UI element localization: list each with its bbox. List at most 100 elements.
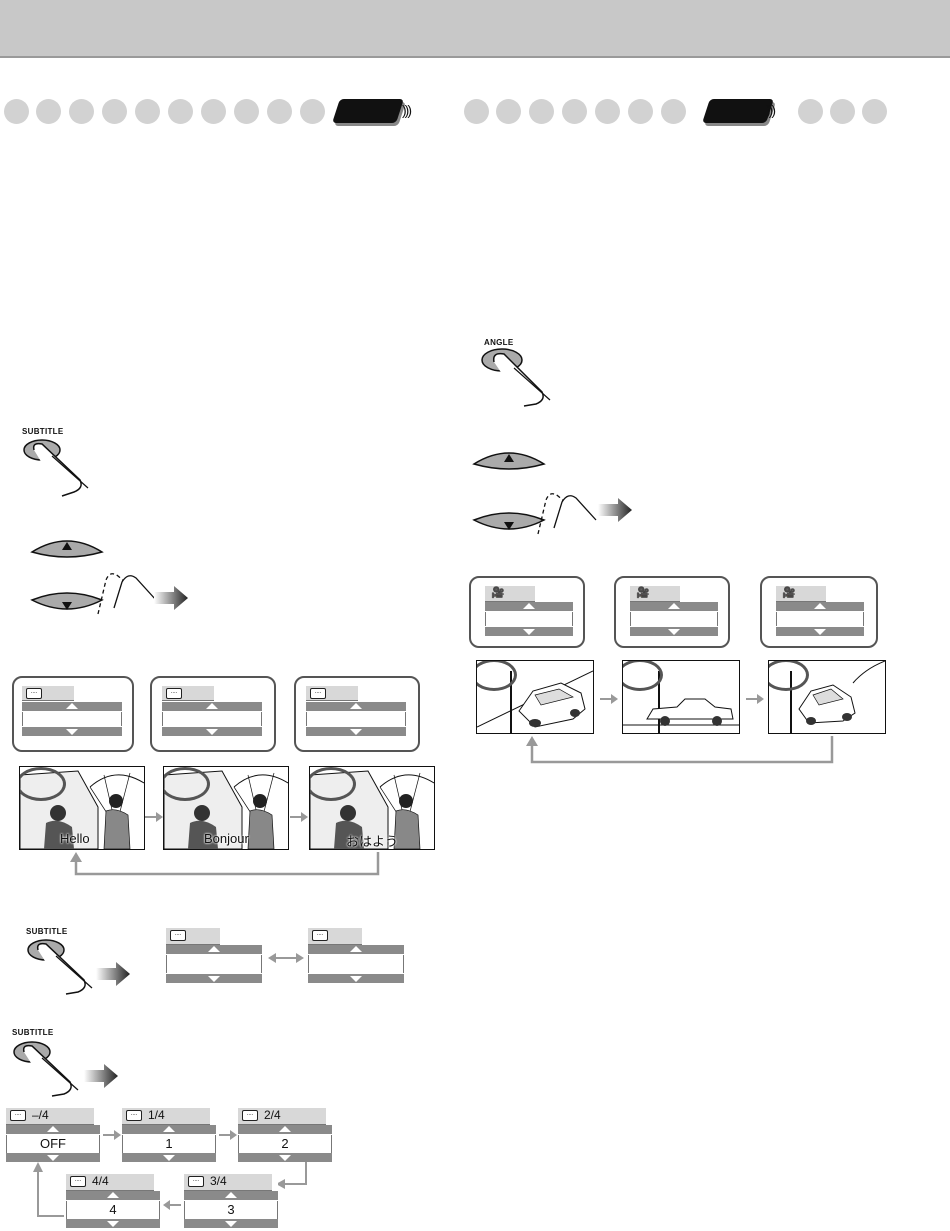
arrow-right-icon — [145, 812, 163, 822]
subtitle-text: Hello — [60, 831, 90, 846]
arrow-up-icon — [206, 703, 218, 709]
cursor-up-button[interactable] — [30, 534, 104, 560]
arrow-up-icon — [668, 603, 680, 609]
subtitle-osd-callout: .... — [294, 676, 420, 752]
movie-scene-3: おはよう — [309, 766, 435, 850]
arrow-up-icon — [47, 1126, 59, 1132]
subtitle-icon: .... — [126, 1110, 142, 1121]
signal-waves-icon: ))) — [766, 102, 776, 118]
subtitle-icon: .... — [70, 1176, 86, 1187]
subtitle-button-label: SUBTITLE — [22, 427, 64, 436]
subtitle-select-3: ....3/4 3 — [184, 1174, 278, 1231]
arrow-up-icon — [225, 1192, 237, 1198]
loop-back-arrow — [526, 736, 834, 764]
arrow-down-icon — [279, 1155, 291, 1161]
subtitle-osd-on: .... — [308, 928, 404, 984]
cursor-down-button[interactable] — [30, 588, 104, 622]
arrow-right-icon — [290, 812, 308, 822]
arrow-down-icon — [814, 629, 826, 635]
arrow-down-icon — [107, 1221, 119, 1227]
arrow-down-icon — [523, 629, 535, 635]
angle-osd-callout: 🎥 — [614, 576, 730, 648]
arrow-up-icon — [163, 1126, 175, 1132]
subtitle-icon: .... — [170, 930, 186, 941]
remote-badge-icon — [332, 99, 404, 123]
finger-press-icon — [97, 573, 157, 615]
subtitle-button-label: SUBTITLE — [26, 927, 68, 936]
arrow-down-icon — [668, 629, 680, 635]
subtitle-select-2: ....2/4 2 — [238, 1108, 332, 1162]
arrow-down-icon — [350, 976, 362, 982]
subtitle-icon: .... — [312, 930, 328, 941]
subtitle-icon: .... — [166, 688, 182, 699]
subtitle-icon: .... — [310, 688, 326, 699]
movie-scene-2: Bonjour — [163, 766, 289, 850]
subtitle-button[interactable] — [12, 1038, 92, 1098]
subtitle-select-1: ....1/4 1 — [122, 1108, 216, 1162]
arrow-right-icon — [103, 1130, 121, 1140]
subtitle-button-label: SUBTITLE — [12, 1028, 54, 1037]
arrow-right-icon — [96, 962, 130, 986]
angle-osd-callout: 🎥 — [469, 576, 585, 648]
cursor-up-button[interactable] — [472, 446, 546, 472]
subtitle-button[interactable] — [22, 436, 102, 498]
arrow-up-icon — [814, 603, 826, 609]
subtitle-osd-callout: .... — [12, 676, 134, 752]
subtitle-icon: .... — [26, 688, 42, 699]
arrow-up-icon — [279, 1126, 291, 1132]
cursor-down-button[interactable] — [472, 508, 546, 542]
angle-camera-icon: 🎥 — [782, 587, 796, 599]
arrow-down-icon — [206, 729, 218, 735]
arrow-down-icon — [47, 1155, 59, 1161]
arrow-right-icon — [154, 586, 188, 610]
angle-scene-2 — [622, 660, 740, 734]
arrow-up-icon — [107, 1192, 119, 1198]
arrow-up-icon — [208, 946, 220, 952]
subtitle-select-off: ....–/4 OFF — [6, 1108, 100, 1162]
arrow-down-icon — [66, 729, 78, 735]
arrow-right-icon — [219, 1130, 237, 1140]
finger-press-icon — [537, 493, 597, 535]
osd-highlight-circle — [623, 661, 663, 691]
loop-back-arrow — [70, 852, 380, 876]
arrow-right-icon — [84, 1064, 118, 1088]
arrow-down-icon — [163, 1155, 175, 1161]
arrow-down-icon — [225, 1221, 237, 1227]
subtitle-text: Bonjour — [204, 831, 249, 846]
angle-camera-icon: 🎥 — [491, 587, 505, 599]
top-banner — [0, 0, 950, 58]
angle-osd-callout: 🎥 — [760, 576, 878, 648]
subtitle-osd-off: .... — [166, 928, 262, 984]
arrow-down-icon — [208, 976, 220, 982]
subtitle-osd-callout: .... — [150, 676, 276, 752]
subtitle-icon: .... — [10, 1110, 26, 1121]
arrow-left-icon — [163, 1200, 181, 1210]
angle-button[interactable] — [480, 346, 560, 408]
subtitle-text: おはよう — [346, 834, 399, 849]
arrow-up-icon — [66, 703, 78, 709]
arrow-down-icon — [350, 729, 362, 735]
subtitle-select-4: ....4/4 4 — [66, 1174, 160, 1231]
arrow-right-icon — [598, 498, 632, 522]
movie-scene-1: Hello — [19, 766, 145, 850]
subtitle-button[interactable] — [26, 936, 106, 996]
osd-highlight-circle — [769, 661, 809, 691]
loop-arrow — [33, 1162, 64, 1217]
subtitle-icon: .... — [242, 1110, 258, 1121]
arrow-right-icon — [746, 694, 764, 704]
left-dot-row: ))) — [0, 96, 440, 126]
osd-highlight-circle — [477, 661, 517, 691]
signal-waves-icon: ))) — [402, 102, 412, 118]
angle-button-label: ANGLE — [484, 338, 514, 347]
toggle-arrow-icon — [268, 953, 304, 963]
osd-highlight-circle — [310, 767, 356, 801]
angle-camera-icon: 🎥 — [636, 587, 650, 599]
osd-highlight-circle — [164, 767, 210, 801]
angle-scene-3 — [768, 660, 886, 734]
arrow-up-icon — [350, 703, 362, 709]
loop-arrow — [276, 1162, 307, 1189]
angle-scene-1 — [476, 660, 594, 734]
right-dot-row: ))) — [460, 96, 900, 126]
arrow-up-icon — [523, 603, 535, 609]
subtitle-icon: .... — [188, 1176, 204, 1187]
